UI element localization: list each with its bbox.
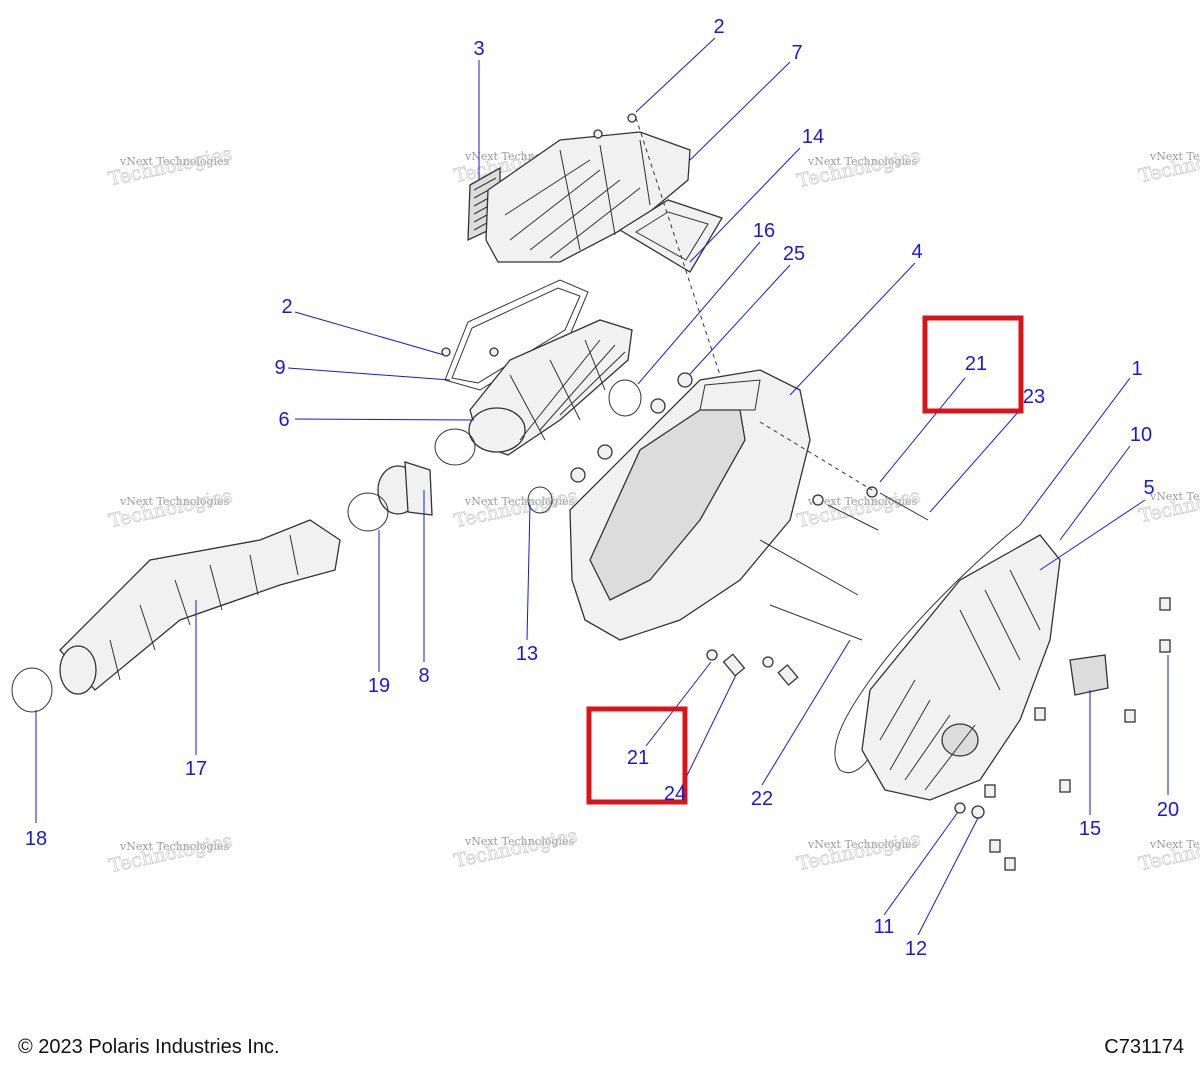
watermark-line-2: Technologies: [107, 830, 235, 878]
clip-ring-part: [527, 486, 553, 514]
watermark: vNext Technologies Technologies: [1137, 827, 1200, 876]
intake-cover-part: [485, 131, 691, 263]
callout-24: 24: [664, 783, 686, 805]
watermark-line-1: vNext Technologies: [119, 840, 230, 853]
grommet-part: [650, 398, 666, 414]
callout-3: 3: [473, 38, 484, 60]
watermark-line-2: Technologies: [107, 485, 235, 533]
highlight-box-upper: [922, 315, 1024, 414]
callout-18: 18: [25, 828, 47, 850]
watermark: vNext Technologies Technologies: [107, 829, 235, 878]
watermark: vNext Technologies Technologies: [795, 144, 923, 193]
watermark-line-2: Technologies: [795, 828, 923, 876]
callout-6: 6: [278, 409, 289, 431]
grommet-part: [597, 444, 613, 460]
leader-lines: [35, 37, 1169, 936]
callout-14: 14: [802, 126, 824, 148]
watermark-line-2: Technologies: [795, 145, 923, 193]
callout-23: 23: [1023, 386, 1045, 408]
callout-1: 1: [1131, 358, 1142, 380]
watermark-line-2: Technologies: [107, 143, 235, 191]
callout-21-lower: 21: [627, 747, 649, 769]
callout-8: 8: [418, 665, 429, 687]
highlight-box-lower: [586, 706, 688, 805]
watermark: vNext Technologies Technologies: [795, 484, 923, 533]
watermark-line-2: Technologies: [795, 485, 923, 533]
callout-16: 16: [753, 220, 775, 242]
callout-25: 25: [783, 243, 805, 265]
watermark: vNext Technologies Technologies: [452, 484, 580, 533]
clamp-part: [347, 492, 389, 532]
outer-seal-part: [834, 524, 1021, 774]
callout-2-mid: 2: [281, 296, 292, 318]
callout-13: 13: [516, 643, 538, 665]
callout-4: 4: [911, 241, 922, 263]
coupler-part: [377, 461, 433, 516]
callout-11: 11: [874, 916, 895, 938]
parts-illustration: [11, 113, 1171, 871]
watermark-line-2: Technologies: [452, 485, 580, 533]
watermark-line-2: Technologies: [452, 825, 580, 873]
watermark-line-1: vNext Technologies: [1149, 838, 1200, 851]
watermark-line-1: vNext Technologies: [464, 835, 575, 848]
callout-12: 12: [905, 938, 927, 960]
callout-10: 10: [1130, 424, 1152, 446]
grommet-part: [677, 372, 693, 388]
small-bolt-parts: [441, 113, 1171, 871]
inner-clutch-cover-part: [569, 369, 811, 641]
watermark-line-2: Technologies: [1137, 828, 1200, 876]
watermark-line-1: vNext Technologies: [807, 155, 918, 168]
intake-duct-part: [468, 319, 633, 456]
callout-22: 22: [751, 788, 773, 810]
watermark: vNext Technologies Technologies: [1137, 139, 1200, 188]
watermark-line-1: vNext Technologies: [464, 495, 575, 508]
intake-hose-part: [59, 519, 341, 695]
watermark-line-1: vNext Technologies: [119, 495, 230, 508]
label-part: [1069, 654, 1109, 696]
watermark: vNext Technologies Technologies: [452, 824, 580, 873]
callout-21-upper: 21: [965, 353, 987, 375]
gasket-part: [444, 279, 589, 391]
watermark: vNext Technologies Technologies: [795, 827, 923, 876]
callout-17: 17: [185, 758, 207, 780]
callout-labels: 2 3 7 14 16 25 4 2 9 6 21 23 1 10 5 13 1…: [25, 16, 1179, 960]
callout-7: 7: [791, 42, 802, 64]
long-bolt-parts: [759, 492, 929, 641]
callout-5: 5: [1143, 477, 1154, 499]
callout-15: 15: [1079, 818, 1101, 840]
o-ring-part: [608, 379, 642, 417]
callout-20: 20: [1157, 799, 1179, 821]
gasket-frame-part: [618, 199, 723, 273]
callout-19: 19: [368, 675, 390, 697]
outer-clutch-cover-part: [861, 534, 1061, 801]
copyright-notice: © 2023 Polaris Industries Inc.: [18, 1036, 280, 1058]
watermark-line-1: vNext Technologies: [807, 838, 918, 851]
grommet-part: [570, 467, 586, 483]
watermark-line-2: Technologies: [1137, 140, 1200, 188]
watermark: vNext Technologies Technologies: [107, 484, 235, 533]
hose-clamp-part: [11, 667, 53, 713]
watermark-line-1: vNext Technologies: [1149, 150, 1200, 163]
callout-9: 9: [274, 357, 285, 379]
figure-id: C731174: [1104, 1036, 1184, 1058]
watermark-line-1: vNext Technologies: [1149, 490, 1200, 503]
alignment-lines: [635, 117, 873, 491]
watermark: vNext Technologies Technologies: [106, 142, 235, 191]
watermark-line-1: vNext Technologies: [119, 155, 230, 168]
callout-2-top: 2: [713, 16, 724, 38]
clamp-part: [434, 428, 476, 466]
